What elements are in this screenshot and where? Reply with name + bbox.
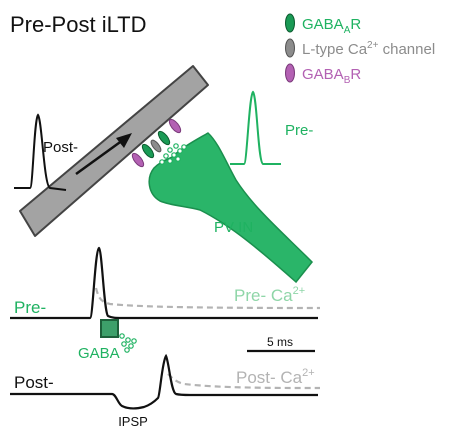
pre-ca-trace (94, 287, 321, 310)
l-type-ca-channel-icon (285, 38, 295, 58)
gaba-label: GABA (78, 345, 120, 362)
post-trace (10, 353, 318, 410)
arrow-head-icon (116, 133, 132, 148)
l-type-ca-channel-icon (150, 139, 162, 153)
post-spike-icon (14, 113, 67, 191)
gaba-b-receptor-icon (285, 63, 295, 83)
gaba-a-receptor-icon (141, 143, 155, 159)
gaba-b-receptor-icon (168, 118, 182, 134)
post-cell-label: Post- (43, 139, 78, 156)
post-ca-label: Post- Ca2+ (236, 367, 315, 387)
gaba-a-receptor-icon (157, 130, 171, 146)
pre-ca-label: Pre- Ca2+ (234, 285, 305, 305)
pre-cell-label: Pre- (285, 122, 313, 139)
gaba-release-vesicles-icon (119, 333, 137, 353)
postsynaptic-dendrite (19, 65, 209, 237)
synapse (131, 118, 187, 168)
pre-trace-label: Pre- (14, 298, 46, 317)
legend: GABAAR L-type Ca2+ channel GABABR (285, 13, 435, 86)
ipsp-label: IPSP (118, 414, 148, 429)
figure-title: Pre-Post iLTD (10, 12, 147, 37)
pre-spike-icon (230, 90, 281, 165)
gaba-vesicles-icon (159, 143, 187, 165)
gaba-a-receptor-icon (285, 13, 295, 33)
legend-gaba-b: GABABR (302, 66, 361, 86)
legend-gaba-a: GABAAR (302, 16, 361, 36)
gaba-b-receptor-icon (131, 152, 145, 168)
post-trace-label: Post- (14, 373, 54, 392)
pv-interneuron (148, 132, 314, 284)
direction-arrow (75, 138, 124, 176)
scale-bar-label: 5 ms (267, 335, 293, 349)
legend-l-type-ca-channel: L-type Ca2+ channel (302, 40, 435, 58)
pre-trace (10, 246, 318, 320)
gaba-release-box (100, 319, 119, 338)
interneuron-label: PV IN (214, 219, 253, 236)
